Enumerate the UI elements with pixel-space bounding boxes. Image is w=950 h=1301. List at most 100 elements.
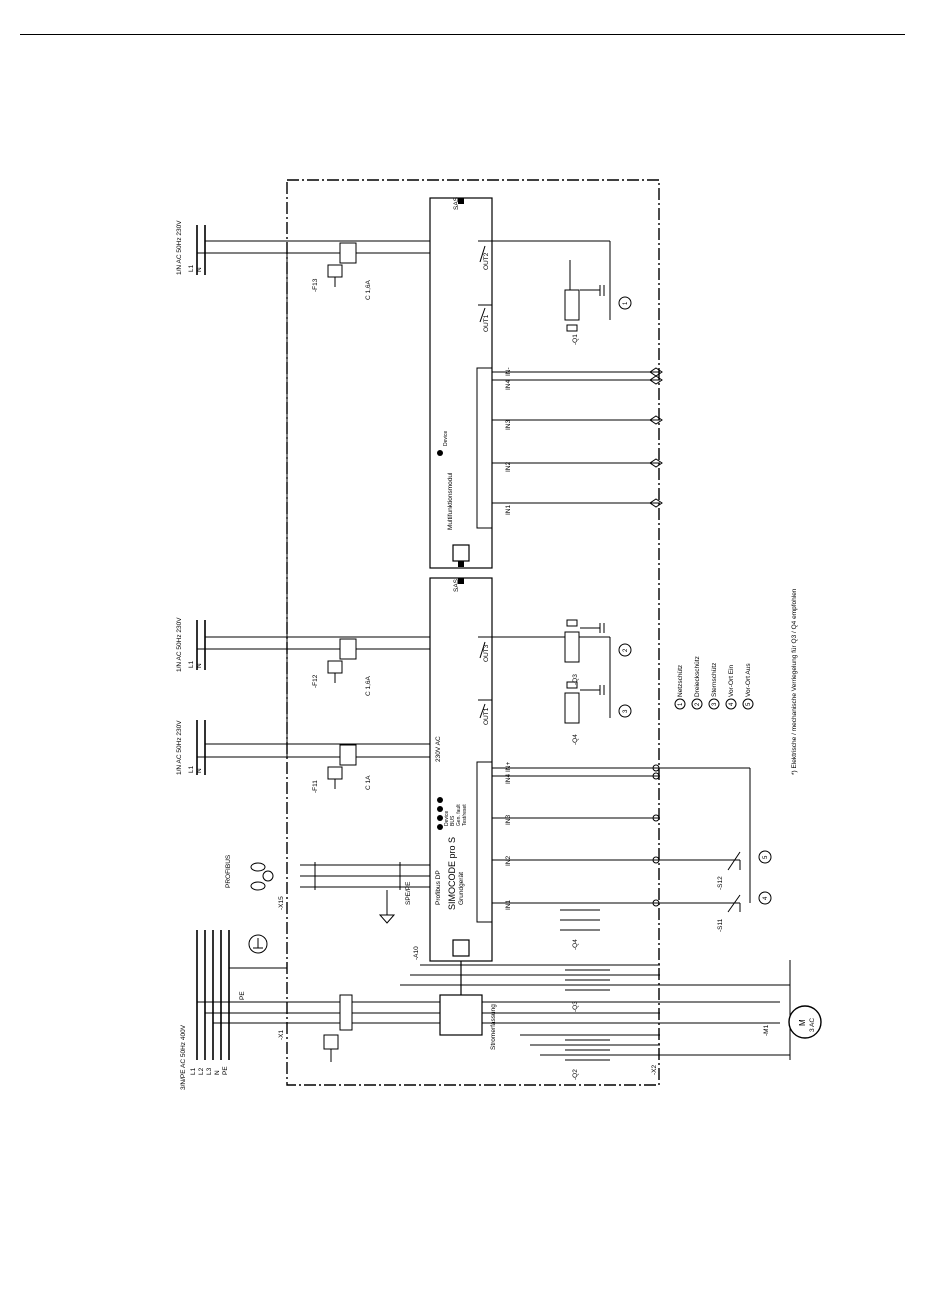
motor-type: 3 AC	[809, 1018, 816, 1032]
current-module-label: Stromerfassung	[490, 1004, 497, 1050]
device-a10-led-fault: Gen. fault	[456, 804, 462, 826]
fuse-f13-rating: C 1,6A	[365, 279, 372, 300]
fuse-f13-label: -F13	[312, 278, 319, 292]
ctrl-low-l1: L1	[188, 765, 195, 773]
main-phase-l3: L3	[206, 1067, 213, 1075]
motor-id: -M1	[763, 1024, 770, 1036]
main-phase-pe: PE	[222, 1066, 229, 1075]
legend-4-num: 4	[729, 702, 735, 706]
ctrl-supply-low	[196, 720, 287, 775]
device-a10-led-bus: BUS	[450, 815, 456, 826]
switch-s11-symbol	[727, 894, 741, 913]
ctrl-low-label: 1/N AC 50Hz 230V	[176, 720, 183, 775]
multi-input-strip	[476, 367, 493, 529]
circled-ref-1: 1	[623, 301, 629, 305]
legend-5-num: 5	[746, 702, 752, 706]
device-a10-id: -A10	[413, 946, 420, 960]
device-a10-in4: IN4	[505, 774, 512, 785]
multi-sas-plug-bottom	[458, 561, 464, 567]
ctrl-top-l1: L1	[188, 264, 195, 272]
pe-earth-symbol	[248, 934, 268, 954]
device-a10-in3: IN3	[505, 815, 512, 826]
coil-q4	[564, 681, 605, 724]
base-output-contacts	[478, 636, 492, 719]
multi-sas-plug	[458, 198, 464, 204]
multi-in-minus: IN-	[505, 367, 512, 376]
contactor-q4-power-label: -Q4	[572, 939, 579, 950]
input-lines	[475, 371, 751, 904]
device-a10-title: SIMOCODE pro S	[447, 837, 457, 910]
multi-in1: IN1	[505, 505, 512, 516]
legend-3-text: Sternschütz	[711, 663, 718, 697]
ctrl-mid-l1: L1	[188, 660, 195, 668]
fuse-f13-symbol	[327, 242, 357, 287]
device-a10-supply: 230V AC	[435, 736, 442, 762]
multi-sas: SAS	[453, 196, 460, 210]
multi-out2: OUT2	[483, 252, 490, 270]
multi-in3: IN3	[505, 420, 512, 431]
multi-out1: OUT1	[483, 314, 490, 332]
terminal-x2: -X2	[651, 1065, 658, 1076]
ctrl-supply-top	[196, 225, 287, 275]
legend-2-text: Dreieckschütz	[694, 656, 701, 697]
device-a10-bus: Profibus DP	[435, 870, 442, 905]
switch-s12-label: -S12	[717, 876, 724, 890]
circled-ref-3: 3	[623, 709, 629, 713]
contactor-q1-label: -Q1	[572, 334, 579, 345]
main-supply-bus	[196, 930, 230, 1060]
legend-4-text: Vor-Ort Ein	[728, 664, 735, 697]
profibus-label: PROFIBUS	[225, 854, 232, 888]
input-terminals	[649, 367, 663, 907]
current-acquisition-module	[439, 994, 483, 1036]
switch-s12-symbol	[727, 851, 741, 871]
contactor-q4-label: -Q4	[572, 734, 579, 745]
fuse-f11-rating: C 1A	[365, 775, 372, 790]
contactor-q2-label: -Q2	[572, 1069, 579, 1080]
circled-ref-4: 4	[763, 896, 769, 900]
fuse-f11-label: -F11	[312, 780, 319, 793]
pe-label: PE	[239, 991, 246, 1000]
legend-markers	[618, 296, 772, 905]
fuse-f11-symbol	[327, 744, 357, 789]
device-a10-sas: SAS	[453, 578, 460, 592]
device-a10-in-plus: IN+	[505, 762, 512, 773]
base-input-strip	[476, 761, 493, 923]
device-a10-out1: OUT1	[483, 707, 490, 725]
main-phase-l1: L1	[190, 1067, 197, 1075]
device-a10-led-device: Device	[444, 810, 450, 826]
coil-q3	[564, 619, 605, 663]
multi-title: Multifunktionsmodul	[447, 472, 454, 530]
circled-ref-2: 2	[623, 648, 629, 652]
internal-wiring	[286, 240, 791, 1060]
ctrl-top-label: 1/N AC 50Hz 230V	[176, 220, 183, 275]
contactor-q3-power-label: -Q3	[572, 1001, 579, 1012]
fuse-f12-rating: C 1,6A	[365, 675, 372, 696]
legend-1-num: 1	[678, 702, 684, 706]
multi-output-contacts	[478, 240, 492, 323]
profibus-connector	[250, 862, 401, 924]
multifunction-module	[429, 197, 493, 569]
base-leds	[437, 797, 443, 830]
base-sas-plug	[458, 578, 464, 584]
switch-s11-label: -S11	[717, 918, 724, 932]
main-phase-l2: L2	[198, 1067, 205, 1075]
multi-in4: IN4	[505, 380, 512, 391]
main-supply-label: 3/N/PE AC 50Hz 400V	[180, 1024, 187, 1090]
legend-1-text: Netzschütz	[677, 665, 684, 697]
fuse-f12-label: -F12	[312, 674, 319, 688]
fuse-f12-symbol	[327, 638, 357, 683]
header-rule	[20, 34, 905, 35]
contactor-q3-label: -Q3	[572, 674, 579, 685]
device-a10-led-test: Test/reset	[462, 804, 468, 826]
ctrl-mid-label: 1/N AC 50Hz 230V	[176, 617, 183, 672]
base-sas-connector	[452, 939, 470, 957]
device-a10-in2: IN2	[505, 856, 512, 867]
device-a10-out3: OUT3	[483, 644, 490, 662]
ctrl-top-n: N	[196, 267, 203, 272]
motor-letter: M	[798, 1019, 807, 1026]
multi-device-led	[437, 450, 443, 456]
ctrl-supply-mid	[196, 620, 287, 670]
spe-pe-label: SPE/PE	[405, 881, 412, 905]
